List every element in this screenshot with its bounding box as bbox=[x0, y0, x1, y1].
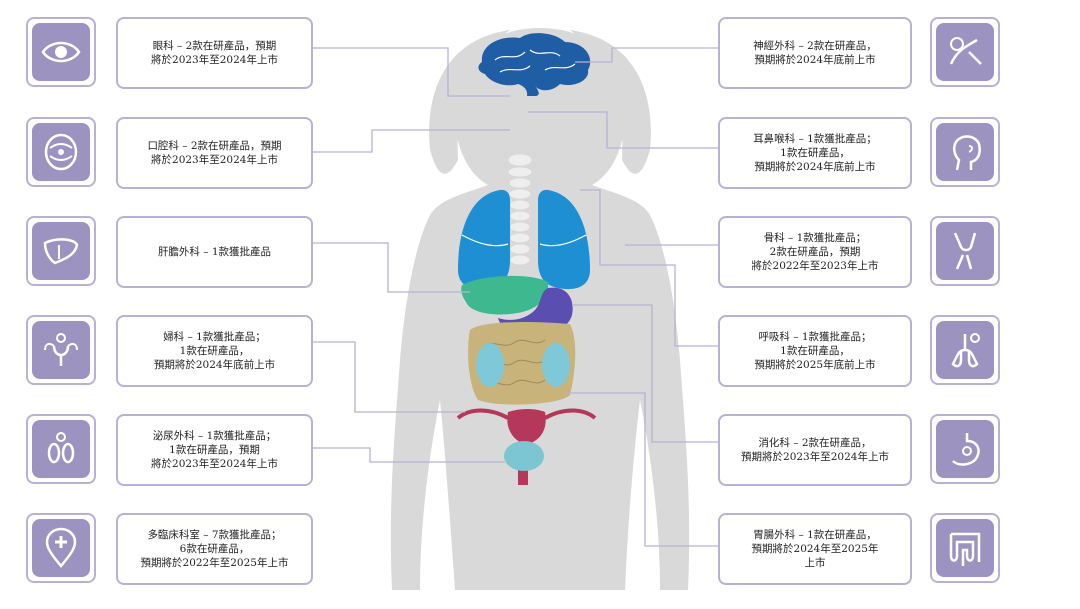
fallopian-tubes bbox=[456, 408, 597, 420]
stomach-icon bbox=[936, 420, 994, 478]
gynecology-icon-frame bbox=[26, 315, 96, 385]
liver-icon bbox=[32, 222, 90, 280]
lungs-icon bbox=[936, 321, 994, 379]
multidisciplinary-icon-frame bbox=[26, 513, 96, 583]
dentistry-label: 口腔科 – 2款在研產品，預期 將於2023年至2024年上市 bbox=[147, 140, 282, 166]
brain-folds bbox=[494, 49, 576, 73]
multidisciplinary-label: 多臨床科室 – 7款獲批產品； 6款在研產品， 預期將於2022年至2025年上… bbox=[140, 529, 289, 569]
knee-icon bbox=[936, 222, 994, 280]
respiratory-label: 呼吸科 – 1款獲批產品； 1款在研產品， 預期將於2025年底前上市 bbox=[754, 331, 876, 371]
spine bbox=[507, 153, 533, 266]
uterus-organ bbox=[507, 409, 546, 445]
gastrointestinal-surgery-label: 胃腸外科 – 1款在研產品， 預期將於2024年至2025年 上市 bbox=[751, 529, 879, 569]
urology-card: 泌尿外科 – 1款獲批產品； 1款在研產品，預期 將於2023年至2024年上市 bbox=[116, 414, 313, 486]
orthopedics-label: 骨科 – 1款獲批產品； 2款在研產品，預期 將於2022年至2023年上市 bbox=[751, 232, 879, 272]
lung-lines bbox=[461, 234, 587, 247]
left-kidney-organ bbox=[476, 343, 504, 387]
cervix-organ bbox=[518, 465, 528, 485]
brain-organ bbox=[478, 33, 591, 96]
uterus-icon bbox=[32, 321, 90, 379]
left-lung-organ bbox=[458, 189, 510, 290]
urology-icon-frame bbox=[26, 414, 96, 484]
brain-muscle-icon bbox=[936, 23, 994, 81]
hepatobiliary-card: 肝膽外科 – 1款獲批產品 bbox=[116, 216, 313, 288]
gastroenterology-card: 消化科 – 2款在研產品， 預期將於2023年至2024年上市 bbox=[718, 414, 912, 486]
location-plus-icon bbox=[32, 519, 90, 577]
multidisciplinary-card: 多臨床科室 – 7款獲批產品； 6款在研產品， 預期將於2022年至2025年上… bbox=[116, 513, 313, 585]
ophthalmology-icon-frame bbox=[26, 17, 96, 87]
orthopedics-icon-frame bbox=[930, 216, 1000, 286]
dentistry-icon-frame bbox=[26, 117, 96, 187]
urology-label: 泌尿外科 – 1款獲批產品； 1款在研產品，預期 將於2023年至2024年上市 bbox=[151, 430, 278, 470]
gastrointestinal-surgery-icon-frame bbox=[930, 513, 1000, 583]
neurosurgery-icon-frame bbox=[930, 17, 1000, 87]
liver-organ bbox=[461, 275, 549, 315]
hepatobiliary-icon-frame bbox=[26, 216, 96, 286]
dentistry-card: 口腔科 – 2款在研產品，預期 將於2023年至2024年上市 bbox=[116, 117, 313, 189]
eye-icon bbox=[32, 23, 90, 81]
bladder-organ bbox=[504, 441, 544, 471]
gastroenterology-icon-frame bbox=[930, 414, 1000, 484]
hepatobiliary-label: 肝膽外科 – 1款獲批產品 bbox=[157, 246, 272, 258]
right-lung-organ bbox=[538, 189, 590, 290]
connector-lines bbox=[313, 47, 718, 547]
respiratory-icon-frame bbox=[930, 315, 1000, 385]
gastrointestinal-surgery-card: 胃腸外科 – 1款在研產品， 預期將於2024年至2025年 上市 bbox=[718, 513, 912, 585]
ent-label: 耳鼻喉科 – 1款獲批產品； 1款在研產品， 預期將於2024年底前上市 bbox=[753, 133, 877, 173]
ent-card: 耳鼻喉科 – 1款獲批產品； 1款在研產品， 預期將於2024年底前上市 bbox=[718, 117, 912, 189]
mouth-icon bbox=[32, 123, 90, 181]
ophthalmology-card: 眼科 – 2款在研產品，預期 將於2023年至2024年上市 bbox=[116, 17, 313, 89]
respiratory-card: 呼吸科 – 1款獲批產品； 1款在研產品， 預期將於2025年底前上市 bbox=[718, 315, 912, 387]
head-profile-icon bbox=[936, 123, 994, 181]
gastroenterology-label: 消化科 – 2款在研產品， 預期將於2023年至2024年上市 bbox=[741, 437, 889, 463]
right-kidney-organ bbox=[542, 343, 570, 387]
gynecology-label: 婦科 – 1款獲批產品； 1款在研產品， 預期將於2024年底前上市 bbox=[153, 331, 276, 371]
ophthalmology-label: 眼科 – 2款在研產品，預期 將於2023年至2024年上市 bbox=[151, 40, 278, 66]
bladder-icon bbox=[32, 420, 90, 478]
intestine-icon bbox=[936, 519, 994, 577]
orthopedics-card: 骨科 – 1款獲批產品； 2款在研產品，預期 將於2022年至2023年上市 bbox=[718, 216, 912, 288]
gynecology-card: 婦科 – 1款獲批產品； 1款在研產品， 預期將於2024年底前上市 bbox=[116, 315, 313, 387]
neurosurgery-card: 神經外科 – 2款在研產品， 預期將於2024年底前上市 bbox=[718, 17, 912, 89]
ent-icon-frame bbox=[930, 117, 1000, 187]
neurosurgery-label: 神經外科 – 2款在研產品， 預期將於2024年底前上市 bbox=[753, 40, 877, 66]
